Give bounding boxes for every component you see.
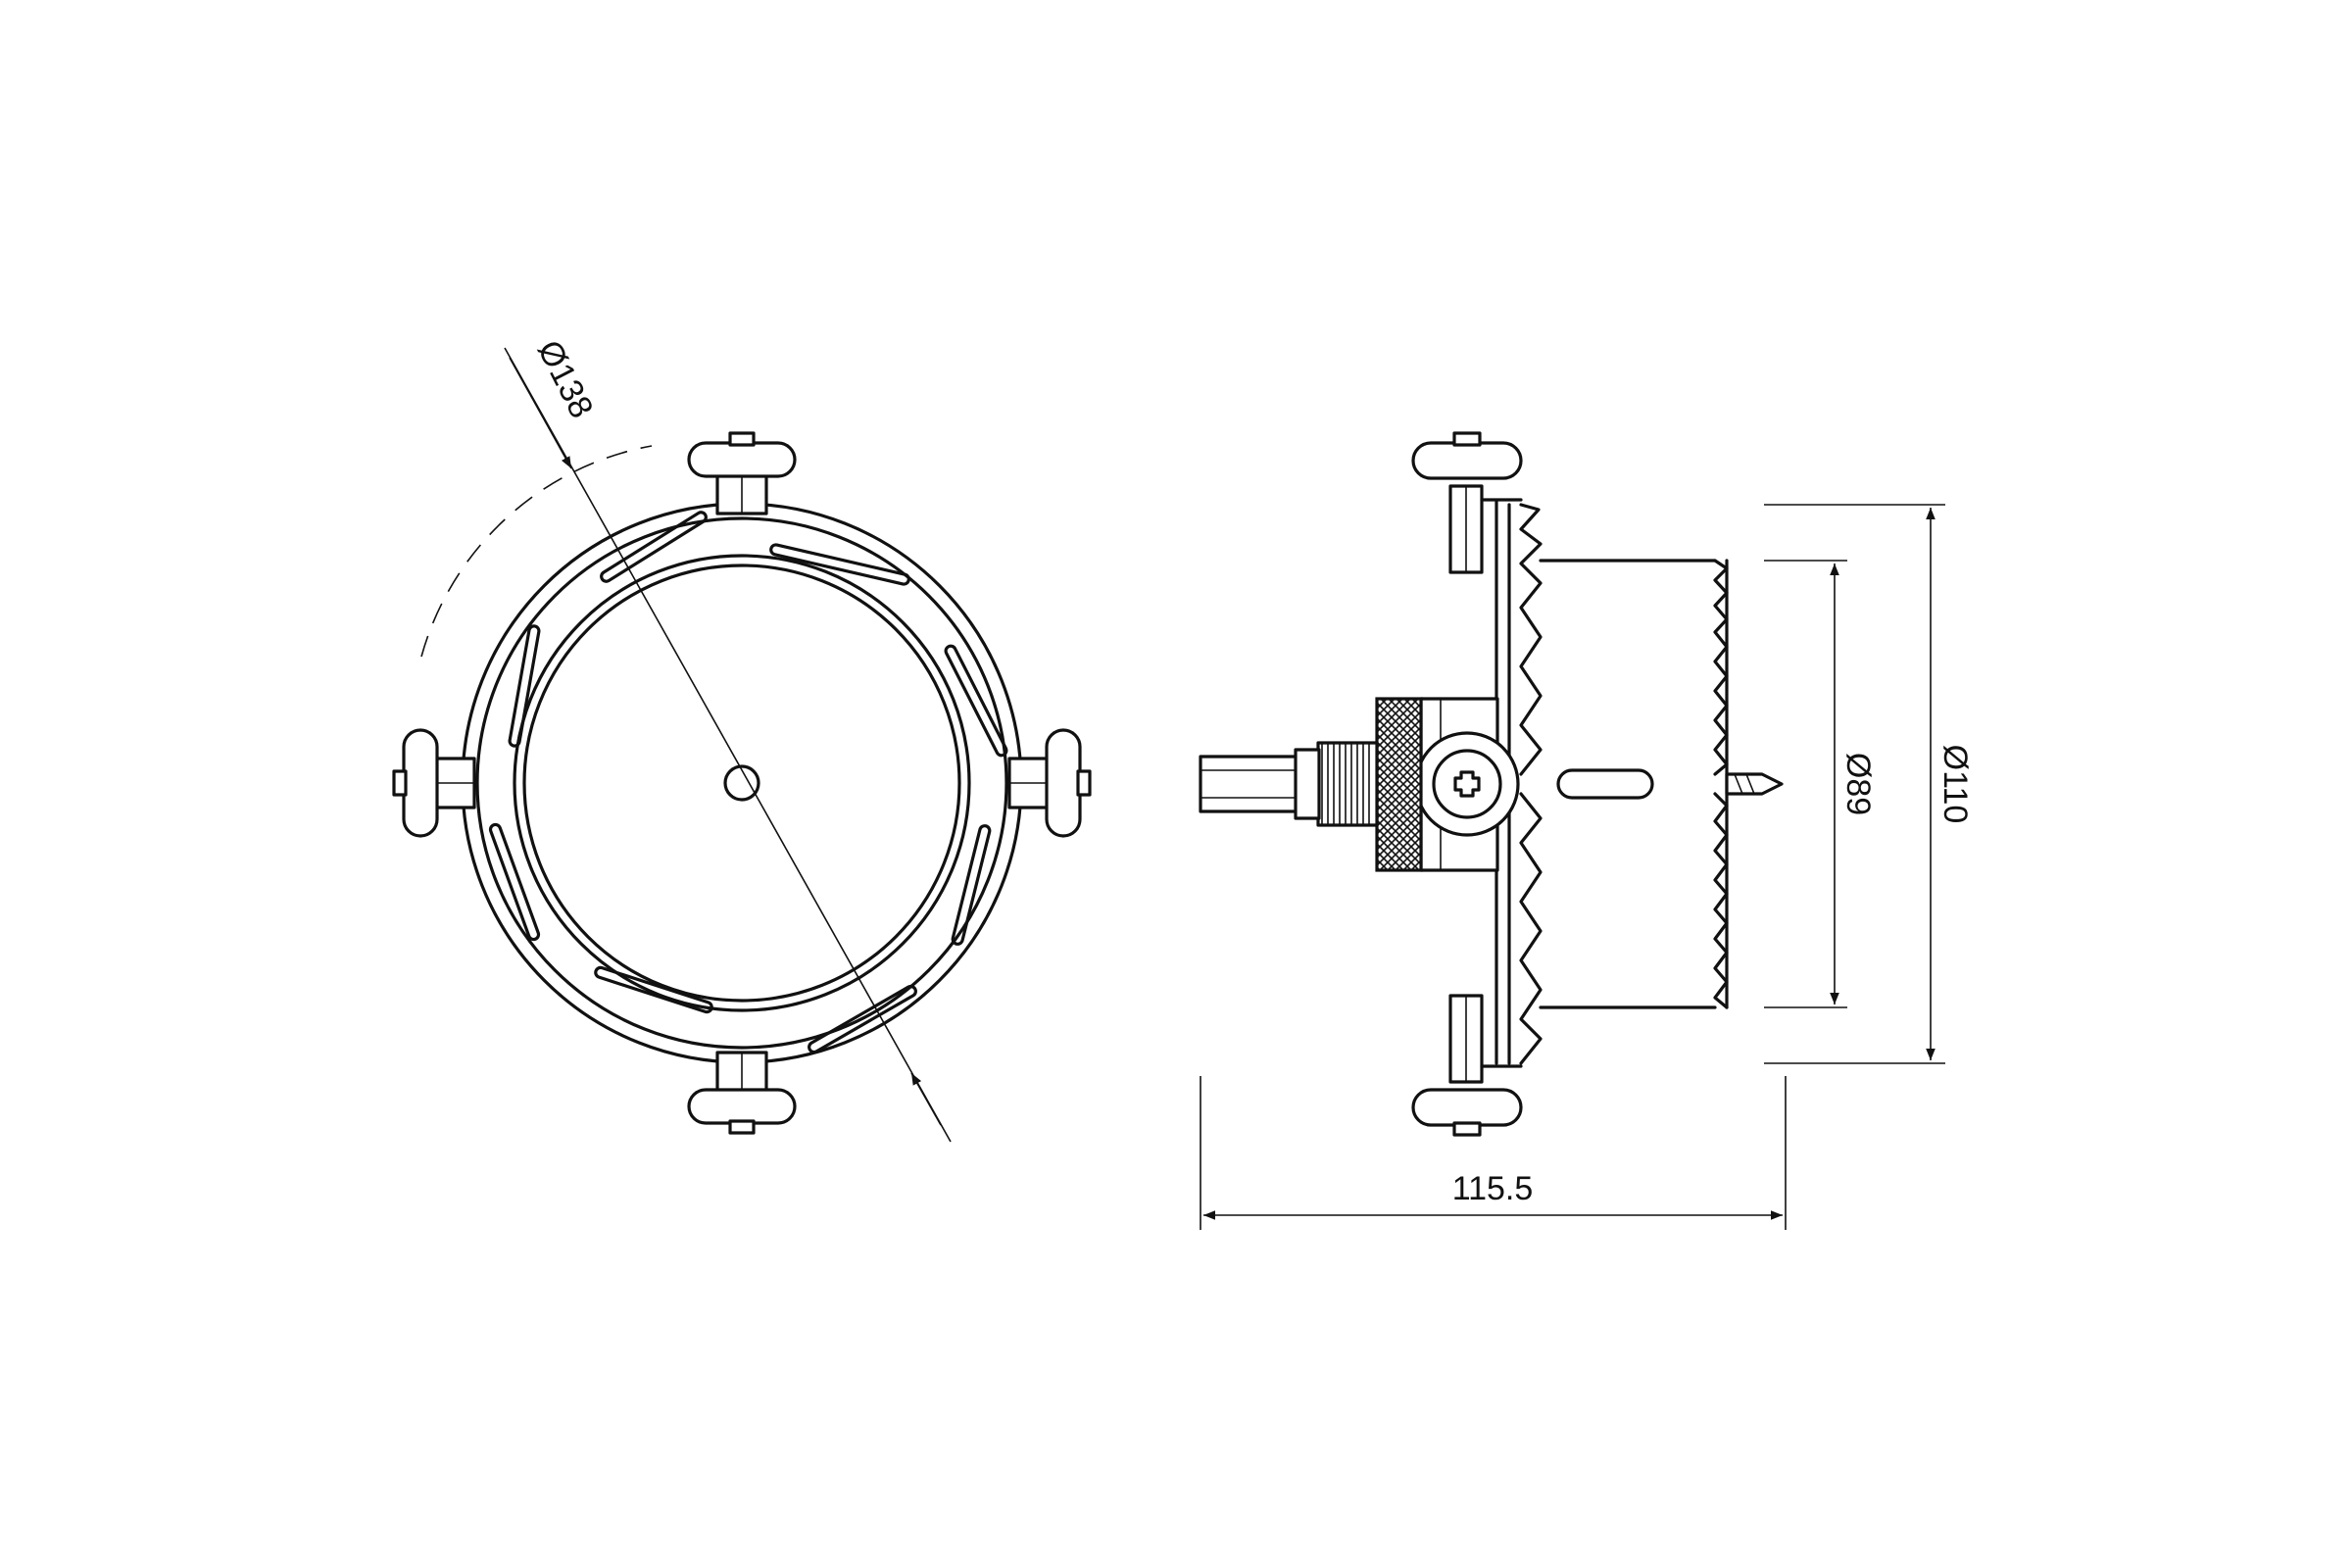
ring-slots <box>488 511 1008 1054</box>
dimension-inner-diameter: Ø89 <box>1764 560 1877 1008</box>
knob-right <box>1007 728 1092 838</box>
hex-shank <box>1199 748 1321 820</box>
dimension-outer-diameter: Ø110 <box>1764 504 1974 1064</box>
inner-saw-cup <box>1539 559 1729 1009</box>
inner-ring-edge <box>522 564 961 1003</box>
threaded-shaft <box>1316 741 1379 827</box>
outer-ring <box>461 502 1023 1064</box>
dimension-length: 115.5 <box>1200 1076 1787 1230</box>
knurled-nut <box>1375 697 1423 872</box>
front-view: Ø138 <box>392 334 1092 1143</box>
side-view <box>1199 431 1784 1137</box>
knob-left <box>392 728 476 838</box>
cup-slot <box>1556 768 1654 800</box>
knob-bottom <box>687 1051 797 1135</box>
inner-diameter-label: Ø89 <box>1839 753 1877 815</box>
diameter-arrow-bottom <box>910 1072 942 1126</box>
center-hole <box>723 764 760 802</box>
outer-reference-arc <box>420 445 653 658</box>
outer-diameter-label: Ø110 <box>1936 745 1974 824</box>
knob-top <box>687 431 797 515</box>
clamp-block <box>1414 697 1520 872</box>
overall-length-label: 115.5 <box>1452 1170 1534 1207</box>
diameter-arrow-top <box>509 357 572 469</box>
phillips-screw-icon <box>1453 770 1481 798</box>
side-pin-bottom <box>1411 994 1523 1137</box>
pilot-drill-bit <box>1725 772 1784 796</box>
inner-ring <box>513 554 971 1012</box>
side-pin-top <box>1411 431 1523 574</box>
outer-ring-inner-edge <box>475 516 1008 1050</box>
